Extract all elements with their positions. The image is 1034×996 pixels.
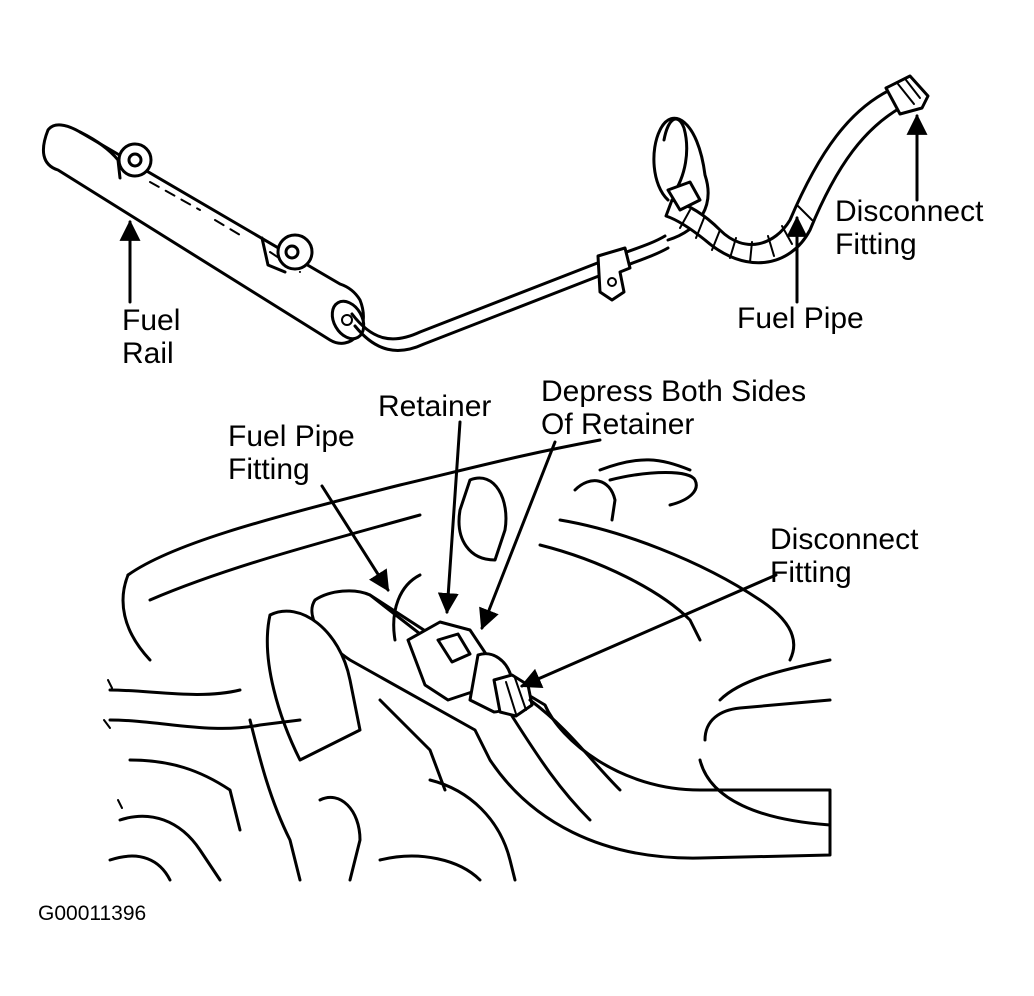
fuel-rail-drawing: [41, 123, 366, 345]
fuel-pipe-fitting-line2: Fitting: [228, 453, 310, 486]
depress-line1: Depress Both Sides: [541, 375, 807, 408]
disconnect-fitting-top-line1: Disconnect: [835, 195, 984, 228]
fuel-pipe-fitting-arrow: [320, 484, 390, 592]
disconnect-fitting-arrow-bottom: [520, 573, 778, 689]
fuel-pipe-fitting-label: Fuel Pipe Fitting: [228, 420, 355, 486]
fuel-rail-label-line1: Fuel: [122, 304, 181, 337]
disconnect-fitting-bottom-line2: Fitting: [770, 556, 852, 589]
fuel-pipe-label: Fuel Pipe: [737, 302, 864, 335]
fuel-pipe-fitting-line1: Fuel Pipe: [228, 420, 355, 453]
fuel-rail-label: Fuel Rail: [122, 304, 180, 370]
depress-line2: Of Retainer: [541, 408, 695, 441]
disconnect-fitting-label-top: Disconnect Fitting: [835, 195, 983, 261]
figure-id: G00011396: [38, 902, 147, 925]
retainer-arrow: [437, 420, 462, 615]
retainer-label: Retainer: [378, 390, 492, 423]
depress-retainer-label: Depress Both Sides Of Retainer: [541, 375, 806, 441]
disconnect-fitting-bottom-line1: Disconnect: [770, 523, 919, 556]
disconnect-fitting-label-bottom: Disconnect Fitting: [770, 523, 918, 589]
depress-retainer-arrow: [479, 440, 557, 630]
fuel-rail-label-line2: Rail: [122, 337, 174, 370]
engine-bay-drawing: [103, 438, 832, 882]
disconnect-fitting-top-line2: Fitting: [835, 228, 917, 261]
fuel-pipe-drawing: [350, 74, 930, 352]
